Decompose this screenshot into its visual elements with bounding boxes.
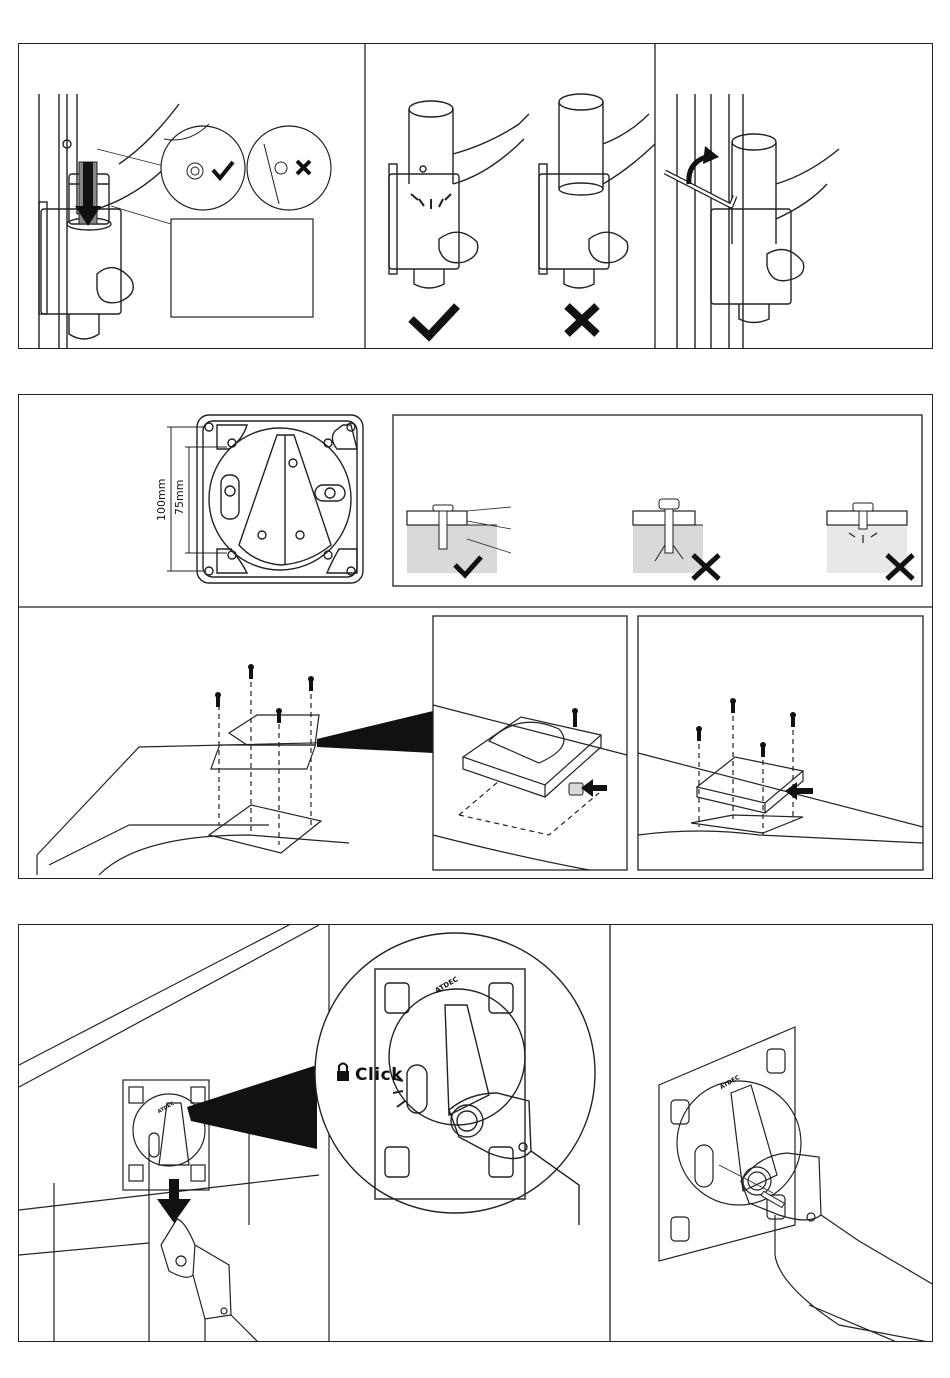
rotate-arrow-icon bbox=[689, 146, 719, 184]
section-3-arm-attach: Click ATDEC ATDEC ATDEC bbox=[18, 924, 933, 1342]
zoom-click-label: Click bbox=[355, 1065, 403, 1085]
section-3-illustration bbox=[19, 925, 933, 1342]
zoom-incorrect bbox=[247, 126, 331, 210]
check-icon bbox=[411, 306, 457, 336]
hex-key-icon bbox=[665, 172, 735, 206]
plate-mounted-small bbox=[123, 1080, 209, 1190]
plate-on-surface-drawing bbox=[37, 673, 439, 875]
zoom-beam bbox=[187, 1065, 317, 1149]
section-1-post-install bbox=[18, 43, 933, 349]
section-2-illustration bbox=[19, 395, 933, 879]
zoom-correct bbox=[161, 126, 245, 210]
arrow-down-icon bbox=[157, 1179, 191, 1223]
post-correct-drawing bbox=[389, 101, 529, 288]
screws bbox=[215, 664, 314, 723]
arm-small bbox=[161, 1219, 259, 1342]
cross-icon bbox=[567, 306, 597, 334]
pole-clamp-drawing bbox=[39, 94, 179, 349]
dimension-inner-label: 75mm bbox=[173, 480, 186, 515]
post-incorrect-drawing bbox=[539, 94, 655, 288]
note-box bbox=[171, 219, 313, 317]
dimension-outer-label: 100mm bbox=[155, 479, 168, 521]
screw-too-short-drawing bbox=[827, 503, 913, 579]
vesa-plate-drawing bbox=[197, 415, 363, 583]
section-1-illustration bbox=[19, 44, 933, 349]
zoom-beam bbox=[317, 711, 433, 753]
section-2-plate-install: 100mm 75mm bbox=[18, 394, 933, 879]
completed-arm-drawing bbox=[659, 1027, 933, 1342]
zoom-box-plate-nut bbox=[433, 616, 627, 870]
post-tighten-drawing bbox=[677, 94, 839, 349]
